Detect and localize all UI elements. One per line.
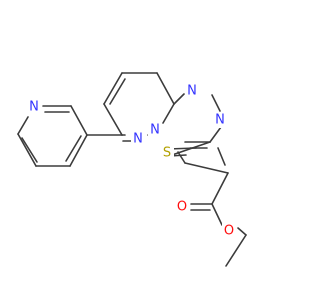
- bond: [209, 126, 222, 143]
- triazole-nitrogen-1: N: [185, 83, 199, 99]
- bond: [211, 94, 221, 112]
- pyridine-nitrogen: N: [27, 99, 41, 115]
- bond: [69, 134, 88, 167]
- triazole-nitrogen-1-label: N: [187, 84, 197, 99]
- bond: [211, 203, 223, 226]
- bond: [177, 151, 186, 164]
- bridgehead-nitrogen-label: N: [150, 123, 160, 138]
- bond: [162, 103, 175, 124]
- ether-oxygen-label: O: [224, 224, 234, 239]
- bond: [225, 234, 247, 267]
- pyridazine-nitrogen-label: N: [133, 132, 143, 147]
- bond: [211, 172, 229, 205]
- sulfur-atom: S: [160, 145, 174, 161]
- bond: [237, 227, 247, 236]
- molecule-structure: N N N N N S O O: [17, 72, 247, 267]
- pyridine-nitrogen-label: N: [29, 100, 39, 115]
- bond: [156, 72, 175, 105]
- atom-label-layer: N N N N N S O O: [27, 83, 236, 239]
- bond: [103, 103, 123, 136]
- pyridazine-nitrogen: N: [131, 131, 145, 147]
- bridgehead-nitrogen: N: [148, 122, 162, 138]
- bond: [109, 78, 126, 105]
- bond: [21, 137, 38, 163]
- bond: [17, 133, 37, 167]
- bond: [184, 162, 229, 174]
- triazole-nitrogen-2: N: [213, 112, 227, 128]
- sulfur-atom-label: S: [163, 146, 171, 161]
- bond: [17, 116, 29, 135]
- triazole-nitrogen-2-label: N: [215, 113, 225, 128]
- bond-layer: [17, 72, 247, 267]
- bond: [65, 135, 82, 162]
- bond: [70, 105, 88, 136]
- bond: [217, 147, 226, 166]
- carbonyl-oxygen-label: O: [177, 200, 187, 215]
- bond: [173, 93, 185, 105]
- ether-oxygen: O: [222, 223, 236, 239]
- carbonyl-oxygen: O: [175, 199, 189, 215]
- bond: [103, 72, 123, 105]
